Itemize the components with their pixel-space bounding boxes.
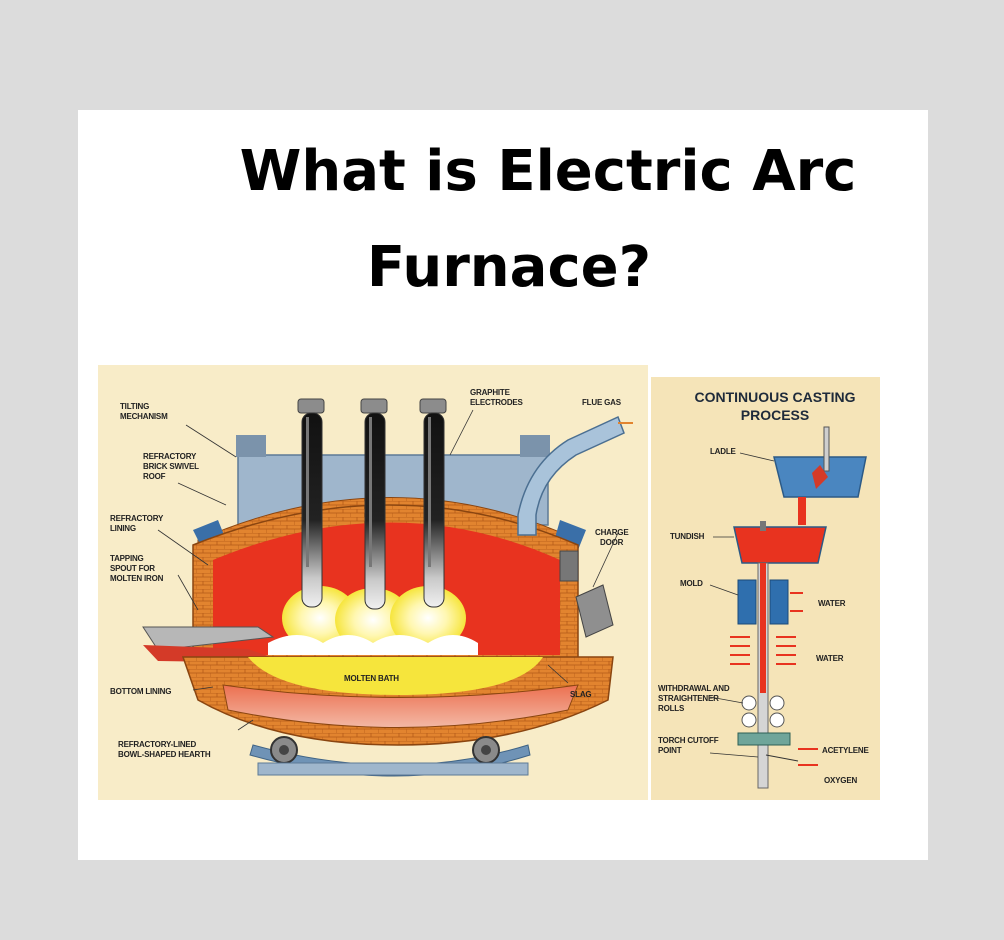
charge-door — [575, 584, 614, 638]
label-torch-2: POINT — [658, 746, 682, 755]
label-bottom-lining: BOTTOM LINING — [110, 687, 171, 696]
wheel-icon — [270, 736, 298, 764]
svg-text:LINING: LINING — [110, 524, 136, 533]
svg-text:POINT: POINT — [658, 746, 682, 755]
title-line-1: What is Electric Arc — [239, 139, 857, 204]
label-charge-1: CHARGE — [595, 528, 629, 537]
svg-text:MECHANISM: MECHANISM — [120, 412, 168, 421]
svg-text:CONTINUOUS CASTING: CONTINUOUS CASTING — [695, 389, 856, 405]
label-flue-gas: FLUE GAS — [582, 398, 622, 407]
label-water-1: WATER — [818, 599, 846, 608]
label-acetylene: ACETYLENE — [822, 746, 870, 755]
svg-text:BOWL-SHAPED HEARTH: BOWL-SHAPED HEARTH — [118, 750, 211, 759]
label-spout-2: SPOUT FOR — [110, 564, 155, 573]
label-charge-2: DOOR — [600, 538, 624, 547]
label-rolls-1: WITHDRAWAL AND — [658, 684, 730, 693]
svg-text:WATER: WATER — [818, 599, 846, 608]
label-hearth-1: REFRACTORY-LINED — [118, 740, 197, 749]
label-ladle: LADLE — [710, 447, 737, 456]
ladle-icon — [773, 426, 867, 498]
water-sprays — [730, 636, 796, 665]
tundish — [733, 521, 827, 564]
svg-text:WATER: WATER — [816, 654, 844, 663]
label-mold: MOLD — [680, 579, 703, 588]
torch — [737, 732, 791, 746]
label-electrodes-2: ELECTRODES — [470, 398, 524, 407]
label-rolls-3: ROLLS — [658, 704, 685, 713]
casting-title-2: PROCESS — [741, 407, 809, 423]
label-molten-bath: MOLTEN BATH — [344, 674, 399, 683]
label-slag: SLAG — [570, 690, 591, 699]
svg-text:ROOF: ROOF — [143, 472, 166, 481]
label-roof-2: BRICK SWIVEL — [143, 462, 199, 471]
svg-text:DOOR: DOOR — [600, 538, 624, 547]
label-rolls-2: STRAIGHTENER — [658, 694, 719, 703]
title-line-2: Furnace? — [366, 235, 652, 300]
svg-text:WITHDRAWAL AND: WITHDRAWAL AND — [658, 684, 730, 693]
svg-text:OXYGEN: OXYGEN — [824, 776, 857, 785]
label-tilting-2: MECHANISM — [120, 412, 168, 421]
electrode-icon — [360, 398, 388, 610]
label-water-2: WATER — [816, 654, 844, 663]
label-tilting-1: TILTING — [120, 402, 149, 411]
furnace-diagram: TILTING MECHANISM REFRACTORY BRICK SWIVE… — [98, 365, 880, 800]
mold-icon — [737, 579, 789, 625]
electrode-icon — [297, 398, 325, 608]
label-spout-3: MOLTEN IRON — [110, 574, 164, 583]
svg-text:ACETYLENE: ACETYLENE — [822, 746, 870, 755]
tapping-spout — [142, 626, 275, 651]
svg-text:TAPPING: TAPPING — [110, 554, 144, 563]
svg-text:CHARGE: CHARGE — [595, 528, 629, 537]
svg-text:MOLTEN BATH: MOLTEN BATH — [344, 674, 399, 683]
hearth-lining — [222, 684, 579, 728]
svg-text:MOLTEN IRON: MOLTEN IRON — [110, 574, 164, 583]
svg-text:MOLD: MOLD — [680, 579, 703, 588]
casting-title-1: CONTINUOUS CASTING — [695, 389, 856, 405]
label-electrodes-1: GRAPHITE — [470, 388, 511, 397]
svg-text:TILTING: TILTING — [120, 402, 149, 411]
page-title: What is Electric Arc Furnace? — [78, 140, 928, 300]
svg-text:SPOUT FOR: SPOUT FOR — [110, 564, 155, 573]
svg-text:REFRACTORY: REFRACTORY — [110, 514, 164, 523]
label-oxygen: OXYGEN — [824, 776, 857, 785]
leader-lines — [157, 409, 619, 731]
label-lining-2: LINING — [110, 524, 136, 533]
svg-text:BOTTOM LINING: BOTTOM LINING — [110, 687, 171, 696]
label-spout-1: TAPPING — [110, 554, 144, 563]
svg-text:GRAPHITE: GRAPHITE — [470, 388, 511, 397]
label-roof-3: ROOF — [143, 472, 166, 481]
wheel-icon — [472, 736, 500, 764]
svg-text:FLUE GAS: FLUE GAS — [582, 398, 622, 407]
casting-leaders — [709, 452, 775, 758]
electrode-icon — [419, 398, 447, 608]
flue-pipe-icon — [517, 415, 625, 536]
svg-text:PROCESS: PROCESS — [741, 407, 809, 423]
svg-text:TUNDISH: TUNDISH — [670, 532, 705, 541]
svg-text:ROLLS: ROLLS — [658, 704, 685, 713]
label-torch-1: TORCH CUTOFF — [658, 736, 719, 745]
svg-text:REFRACTORY: REFRACTORY — [143, 452, 197, 461]
label-hearth-2: BOWL-SHAPED HEARTH — [118, 750, 211, 759]
svg-text:STRAIGHTENER: STRAIGHTENER — [658, 694, 719, 703]
svg-text:SLAG: SLAG — [570, 690, 591, 699]
arc-glow-3 — [390, 586, 466, 650]
label-tundish: TUNDISH — [670, 532, 705, 541]
label-roof-1: REFRACTORY — [143, 452, 197, 461]
svg-text:BRICK SWIVEL: BRICK SWIVEL — [143, 462, 199, 471]
label-lining-1: REFRACTORY — [110, 514, 164, 523]
svg-text:LADLE: LADLE — [710, 447, 737, 456]
svg-text:ELECTRODES: ELECTRODES — [470, 398, 524, 407]
svg-text:REFRACTORY-LINED: REFRACTORY-LINED — [118, 740, 197, 749]
svg-text:TORCH CUTOFF: TORCH CUTOFF — [658, 736, 719, 745]
